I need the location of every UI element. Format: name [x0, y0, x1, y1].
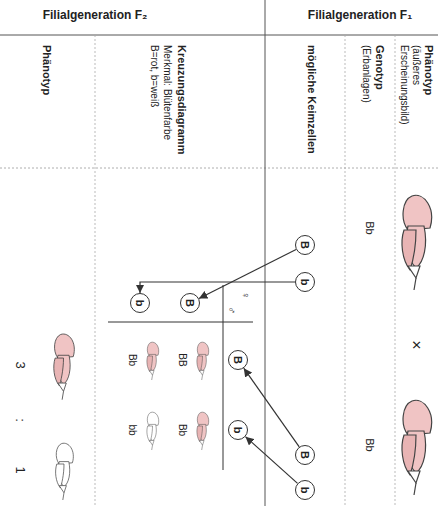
table-text: Kreuzungsdiagramm [176, 45, 188, 154]
table-text: Bb [126, 354, 138, 366]
gamete-arrow [199, 250, 296, 299]
table-text: Bb [364, 221, 376, 234]
allele-letter: b [232, 427, 244, 434]
allele-letter: B [184, 299, 196, 307]
allele-letter: b [134, 300, 146, 307]
white-flower [147, 412, 159, 450]
row-divider [395, 35, 396, 506]
gamete-circle: b [228, 420, 248, 440]
gamete-circle: B [180, 293, 200, 313]
header-divider [0, 35, 438, 36]
table-text: (äußeres Erscheinungsbild) [398, 45, 422, 140]
red-flower [197, 412, 209, 450]
table-text: Merkmal: Blütenfarbe [161, 45, 173, 140]
allele-letter: B [299, 241, 311, 249]
allele-letter: b [299, 279, 311, 286]
red-flower [402, 195, 432, 290]
table-text: mögliche Keimzellen [306, 45, 318, 154]
gamete-arrow [244, 368, 299, 447]
gamete-circle: B [295, 235, 315, 255]
generation-header: Filialgeneration F₂ [43, 9, 148, 21]
table-text: (Erbanlagen) [360, 45, 372, 103]
table-text: : [14, 418, 26, 422]
red-flower [54, 334, 75, 400]
table-text: × [410, 340, 422, 349]
generation-divider [265, 0, 266, 506]
punnett-grid-line [223, 285, 224, 470]
table-text: Bb [364, 438, 376, 451]
row-divider [95, 35, 96, 506]
gamete-circle: b [295, 480, 315, 500]
table-text: 1 [14, 466, 26, 473]
table-text: 3 [14, 361, 26, 368]
gamete-circle: B [295, 445, 315, 465]
gamete-circle: b [295, 272, 315, 292]
generation-header: Filialgeneration F₁ [308, 9, 412, 21]
table-text: BB [176, 353, 188, 366]
table-text: ♂ [226, 306, 238, 314]
row-divider [345, 35, 346, 506]
table-text: ♀ [240, 291, 252, 299]
red-flower [402, 400, 432, 495]
gamete-circle: b [130, 293, 150, 313]
allele-letter: b [299, 487, 311, 494]
table-text: Genotyp [374, 45, 386, 90]
punnett-grid-line [108, 322, 253, 323]
gamete-arrow [245, 437, 297, 484]
allele-letter: B [299, 451, 311, 459]
red-flower [147, 342, 159, 380]
allele-letter: B [232, 356, 244, 364]
table-text: bb [126, 424, 138, 435]
gamete-circle: B [228, 350, 248, 370]
table-text: Phänotyp [41, 45, 53, 95]
red-flower [197, 342, 209, 380]
table-text: Phänotyp [423, 45, 435, 95]
gamete-arrow [140, 282, 295, 293]
white-flower [56, 443, 74, 500]
table-text: B=rot, b=weiß [148, 45, 160, 107]
column-divider [0, 168, 438, 169]
table-text: Bb [176, 424, 188, 436]
